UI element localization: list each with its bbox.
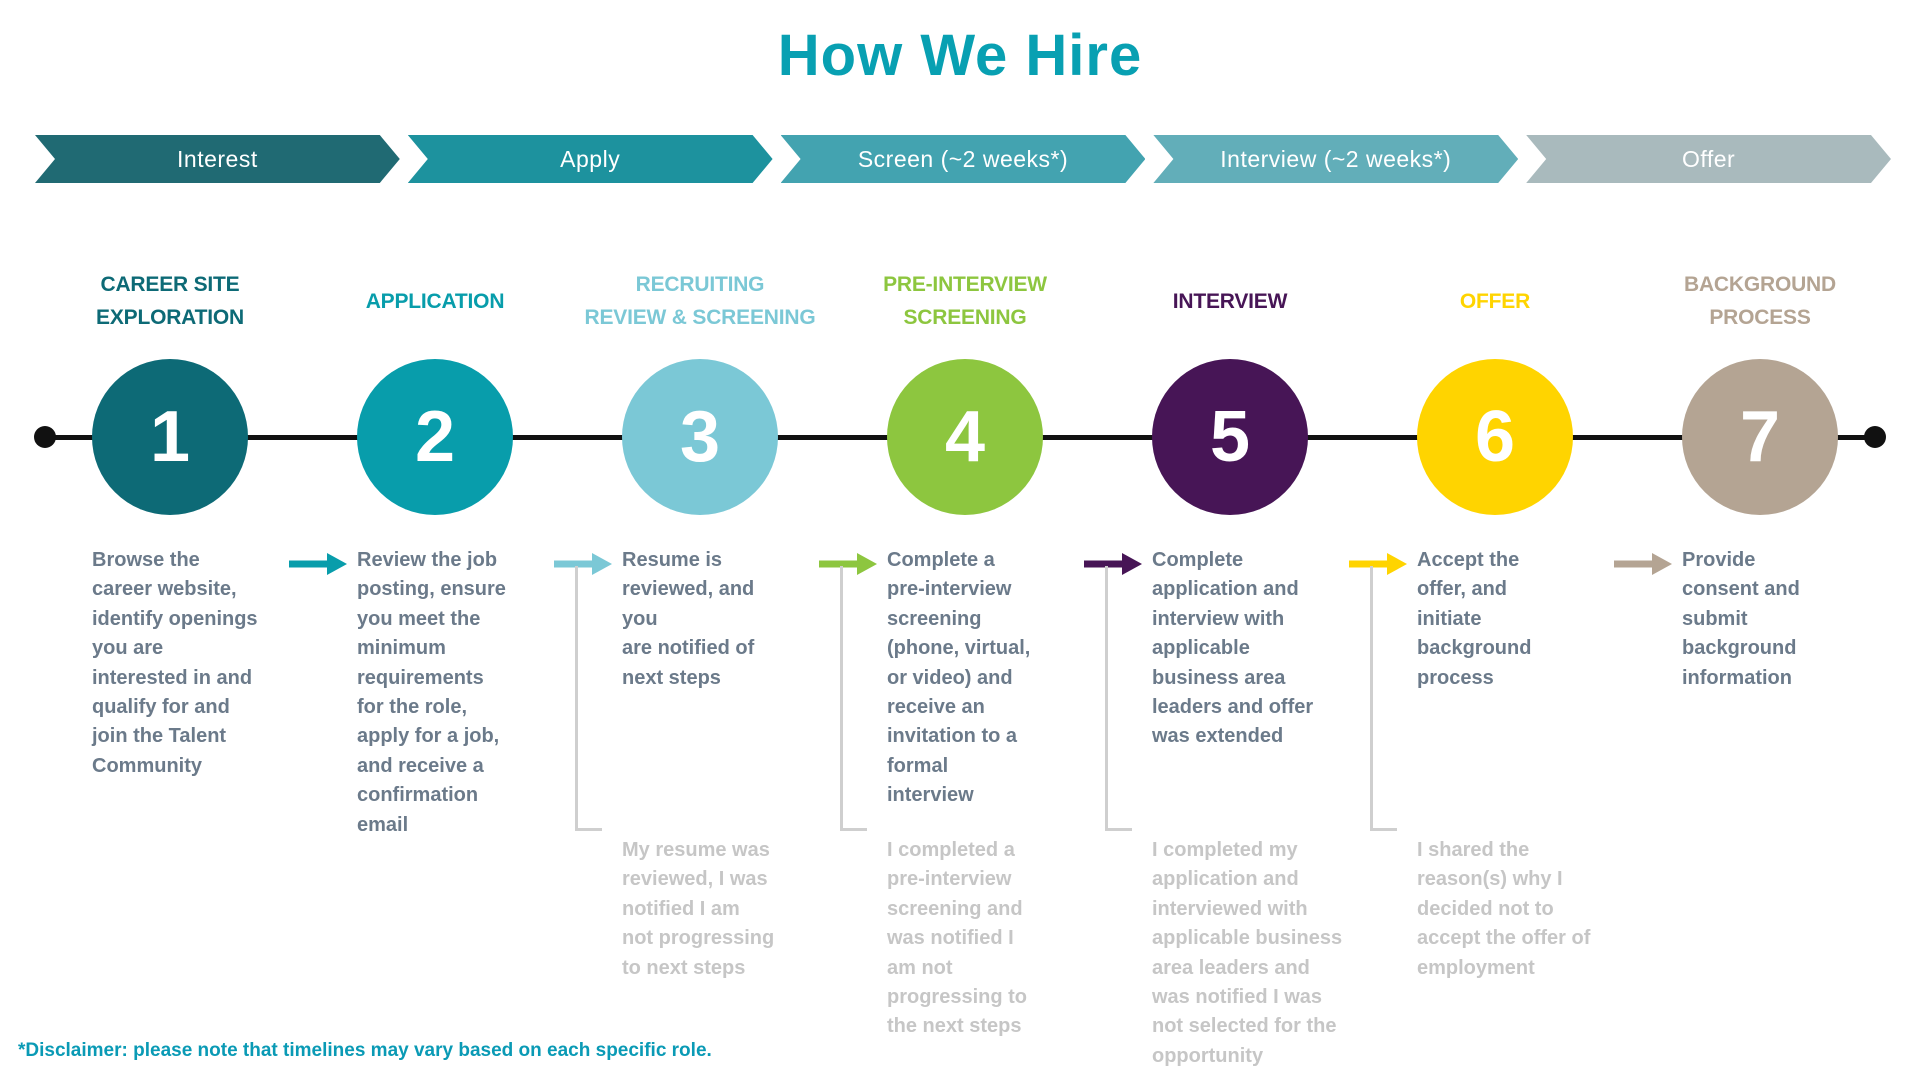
step-label: OFFER bbox=[1459, 289, 1531, 313]
connector-elbow-horizontal bbox=[575, 828, 602, 831]
connector-elbow-vertical bbox=[840, 566, 843, 830]
step-circle: 5 bbox=[1152, 359, 1308, 515]
page-title: How We Hire bbox=[777, 23, 1143, 88]
step-column-career-site: CAREER SITE EXPLORATION 1 Browse the car… bbox=[38, 0, 302, 1080]
arrow-right-icon bbox=[1349, 552, 1407, 576]
connector-elbow-horizontal bbox=[1370, 828, 1397, 831]
step-circle: 6 bbox=[1417, 359, 1573, 515]
step-number: 3 bbox=[679, 397, 721, 477]
timeline-end-dot bbox=[1864, 426, 1886, 448]
step-number: 7 bbox=[1739, 397, 1781, 477]
step-circle: 3 bbox=[622, 359, 778, 515]
stage-chevron-offer: Offer bbox=[1526, 135, 1891, 183]
step-label: APPLICATION bbox=[365, 289, 505, 313]
stage-chevron-label: Interest bbox=[177, 145, 258, 172]
step-outcome-note: My resume was reviewed, I was notified I… bbox=[622, 839, 775, 979]
step-label: BACKGROUND PROCESS bbox=[1684, 273, 1836, 329]
stage-chevron-label: Apply bbox=[560, 145, 621, 172]
arrow-right-icon bbox=[289, 552, 347, 576]
arrow-right-icon bbox=[1614, 552, 1672, 576]
step-description: Complete a pre-interview screening (phon… bbox=[887, 549, 1031, 807]
step-number: 4 bbox=[944, 397, 986, 477]
connector-elbow-vertical bbox=[1105, 566, 1108, 830]
stage-chevron-apply: Apply bbox=[408, 135, 773, 183]
stage-chevron-interest: Interest bbox=[35, 135, 400, 183]
step-number: 2 bbox=[414, 397, 456, 477]
arrow-right-icon bbox=[554, 552, 612, 576]
connector-elbow-vertical bbox=[1370, 566, 1373, 830]
step-label: INTERVIEW bbox=[1172, 289, 1288, 313]
disclaimer-note: *Disclaimer: please note that timelines … bbox=[18, 1040, 712, 1061]
step-circle: 1 bbox=[92, 359, 248, 515]
step-column-recruiting-review: RECRUITING REVIEW & SCREENING 3 Resume i… bbox=[554, 0, 832, 1080]
arrow-right-icon bbox=[1084, 552, 1142, 576]
step-column-application: APPLICATION 2 Review the job posting, en… bbox=[289, 0, 567, 1080]
step-number: 1 bbox=[149, 397, 191, 477]
step-number: 5 bbox=[1209, 397, 1251, 477]
stage-chevron-interview: Interview (~2 weeks*) bbox=[1153, 135, 1518, 183]
stage-chevron-label: Interview (~2 weeks*) bbox=[1220, 145, 1452, 172]
arrow-right-icon bbox=[819, 552, 877, 576]
step-column-interview: INTERVIEW 5 Complete application and int… bbox=[1084, 0, 1362, 1080]
step-circle: 2 bbox=[357, 359, 513, 515]
hiring-stage-banner: Interest Apply Screen (~2 weeks*) Interv… bbox=[35, 135, 1891, 183]
step-circle: 4 bbox=[887, 359, 1043, 515]
step-outcome-note: I completed a pre-interview screening an… bbox=[887, 839, 1028, 1038]
connector-elbow-vertical bbox=[575, 566, 578, 830]
step-column-offer: OFFER 6 Accept the offer, and initiate b… bbox=[1349, 0, 1627, 1080]
timeline-start-dot bbox=[34, 426, 56, 448]
step-number: 6 bbox=[1474, 397, 1516, 477]
step-description: Browse the career website, identify open… bbox=[92, 549, 258, 777]
step-column-pre-interview: PRE-INTERVIEW SCREENING 4 Complete a pre… bbox=[819, 0, 1097, 1080]
stage-chevron-label: Screen (~2 weeks*) bbox=[857, 145, 1069, 172]
connector-elbow-horizontal bbox=[1105, 828, 1132, 831]
stage-chevron-label: Offer bbox=[1681, 145, 1736, 172]
step-column-background-process: BACKGROUND PROCESS 7 Provide consent and… bbox=[1614, 0, 1892, 1080]
stage-chevron-screen: Screen (~2 weeks*) bbox=[781, 135, 1146, 183]
step-label: RECRUITING REVIEW & SCREENING bbox=[584, 273, 816, 329]
step-label: PRE-INTERVIEW SCREENING bbox=[883, 273, 1047, 329]
step-description: Accept the offer, and initiate backgroun… bbox=[1417, 549, 1532, 689]
step-circle: 7 bbox=[1682, 359, 1838, 515]
connector-elbow-horizontal bbox=[840, 828, 867, 831]
step-outcome-note: I completed my application and interview… bbox=[1152, 839, 1343, 1067]
step-outcome-note: I shared the reason(s) why I decided not… bbox=[1417, 839, 1591, 979]
step-label: CAREER SITE EXPLORATION bbox=[96, 273, 244, 329]
step-description: Resume is reviewed, and you are notified… bbox=[622, 549, 755, 689]
step-description: Review the job posting, ensure you meet … bbox=[357, 549, 506, 836]
step-description: Complete application and interview with … bbox=[1152, 549, 1314, 748]
step-description: Provide consent and submit background in… bbox=[1682, 549, 1800, 689]
